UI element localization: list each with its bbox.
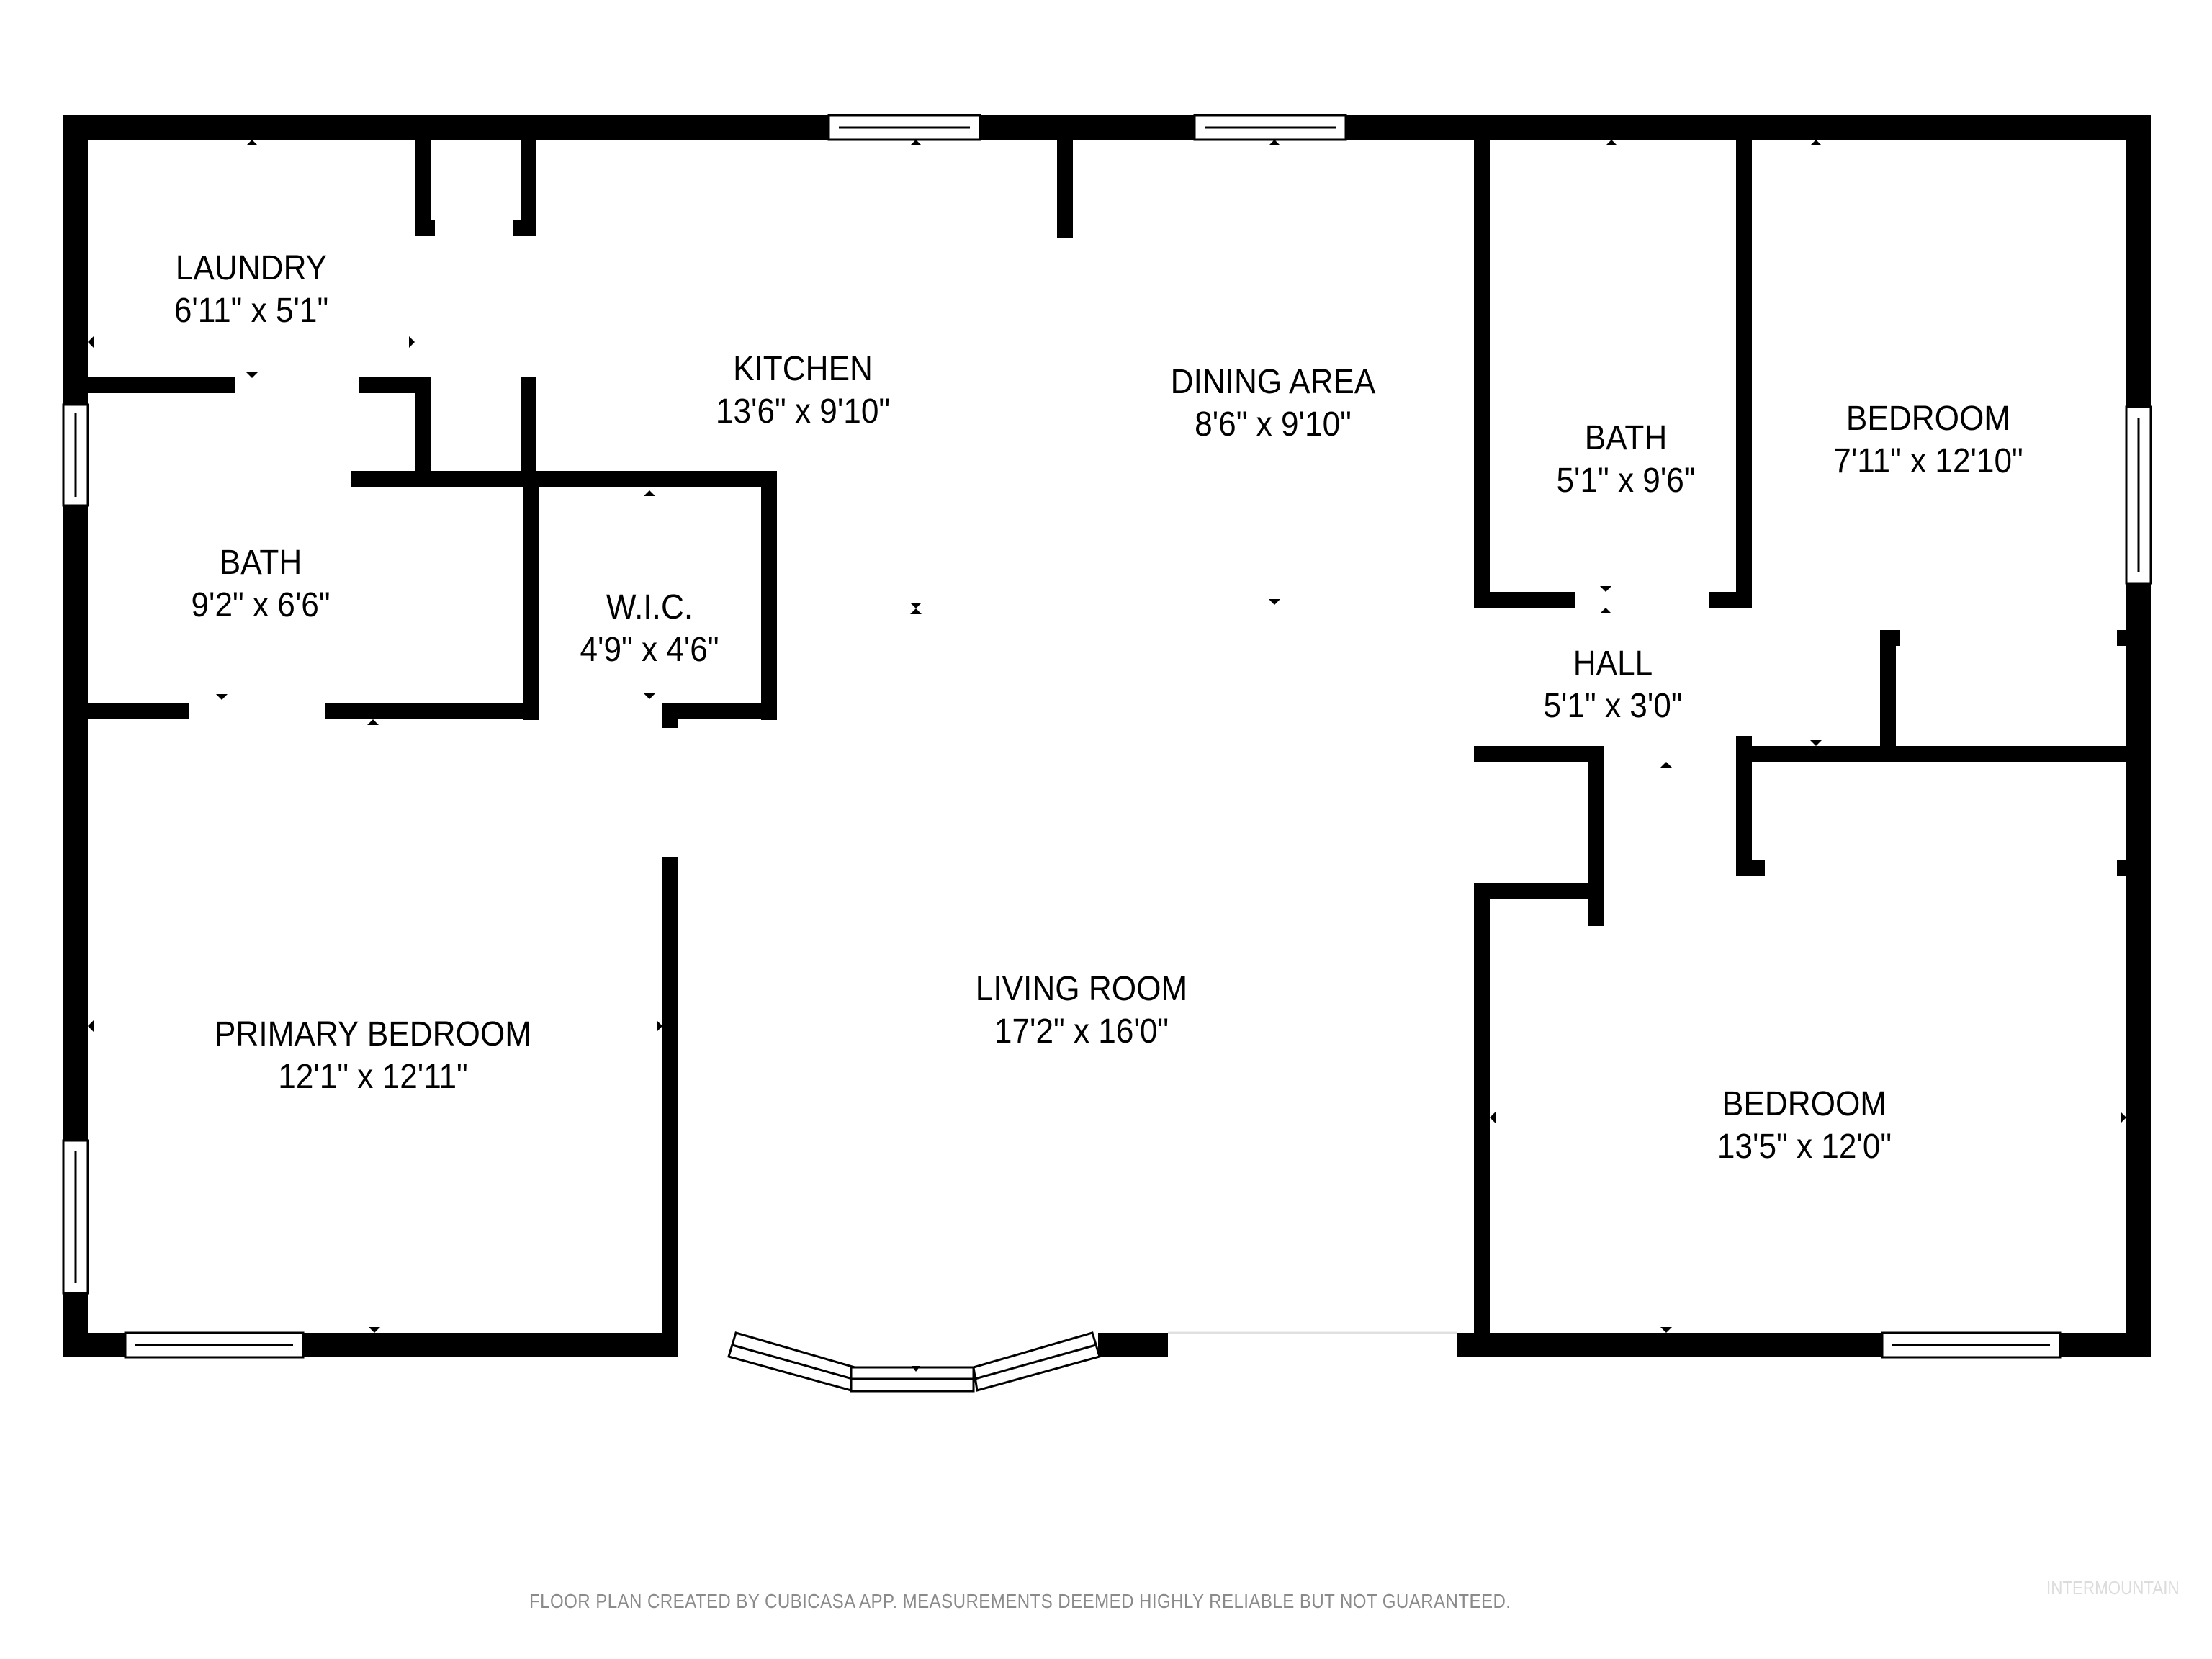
room-name: LIVING ROOM (975, 970, 1188, 1008)
exterior-walls (63, 115, 2151, 1357)
windows (62, 114, 2152, 1393)
disclaimer-text: FLOOR PLAN CREATED BY CUBICASA APP. MEAS… (529, 1590, 1511, 1612)
room-bedroom-ne: BEDROOM 7'11" x 12'10" (1825, 398, 2031, 482)
room-laundry: LAUNDRY 6'11" x 5'1" (168, 248, 336, 332)
room-name: DINING AREA (1170, 363, 1376, 401)
room-name: LAUNDRY (175, 249, 328, 287)
room-dimensions: 4'9" x 4'6" (580, 630, 719, 669)
room-dimensions: 9'2" x 6'6" (191, 585, 331, 624)
room-bath-primary: BATH 9'2" x 6'6" (185, 542, 336, 626)
room-dining-area: DINING AREA 8'6" x 9'10" (1161, 361, 1384, 446)
room-dimensions: 17'2" x 16'0" (994, 1012, 1169, 1051)
room-dimensions: 5'1" x 9'6" (1556, 461, 1696, 500)
room-name: KITCHEN (733, 350, 873, 388)
room-name: BATH (219, 544, 302, 582)
room-bath-east: BATH 5'1" x 9'6" (1550, 418, 1701, 502)
room-name: PRIMARY BEDROOM (214, 1015, 532, 1053)
room-wic: W.I.C. 4'9" x 4'6" (574, 587, 725, 671)
room-bedroom-se: BEDROOM 13'5" x 12'0" (1709, 1084, 1899, 1168)
room-kitchen: KITCHEN 13'6" x 9'10" (708, 349, 897, 433)
room-name: BEDROOM (1845, 400, 2011, 438)
room-name: W.I.C. (606, 588, 693, 626)
room-dimensions: 6'11" x 5'1" (174, 291, 329, 330)
interior-walls (88, 140, 2126, 1357)
room-living-room: LIVING ROOM 17'2" x 16'0" (966, 968, 1197, 1053)
room-name: BEDROOM (1722, 1085, 1887, 1123)
room-name: HALL (1573, 644, 1653, 683)
room-dimensions: 7'11" x 12'10" (1833, 441, 2023, 480)
room-dimensions: 13'5" x 12'0" (1717, 1127, 1892, 1166)
room-dimensions: 5'1" x 3'0" (1543, 686, 1683, 725)
room-primary-bedroom: PRIMARY BEDROOM 12'1" x 12'11" (201, 1014, 545, 1098)
dimension-markers (88, 140, 2126, 1372)
room-dimensions: 8'6" x 9'10" (1195, 405, 1352, 444)
room-dimensions: 12'1" x 12'11" (278, 1057, 468, 1096)
room-dimensions: 13'6" x 9'10" (715, 392, 891, 431)
bay-window (727, 1331, 1101, 1393)
room-hall: HALL 5'1" x 3'0" (1537, 643, 1689, 727)
watermark-text: INTERMOUNTAIN (2046, 1577, 2180, 1599)
room-name: BATH (1584, 419, 1668, 457)
